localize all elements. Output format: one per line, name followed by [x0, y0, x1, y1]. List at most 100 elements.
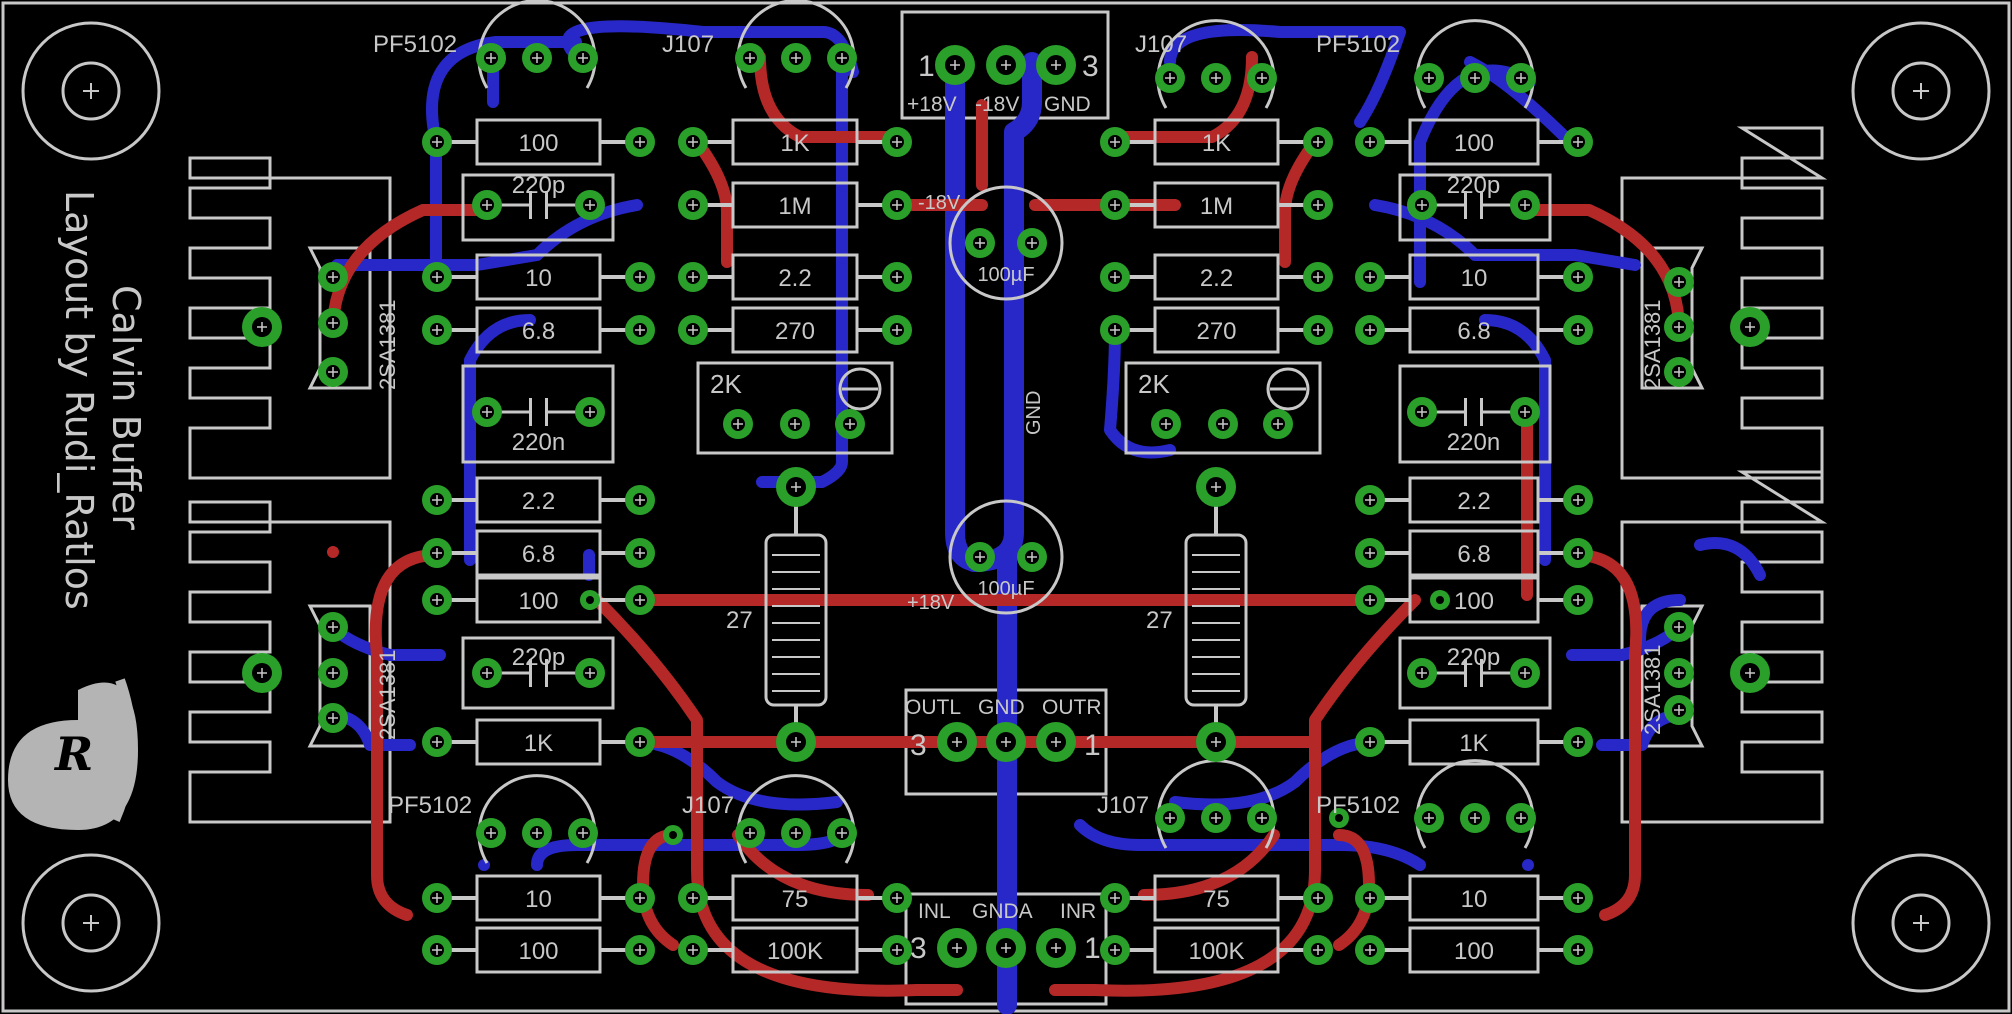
cap-l-220p-b-pad-a-mark [482, 668, 492, 678]
res-l-100-b-pad-b-mark [635, 595, 645, 605]
jfet-j-top-right-pin-2-mark [1211, 73, 1221, 83]
input-pin-2-mark [1001, 943, 1011, 953]
res-l-10-b-pad-b-mark [635, 893, 645, 903]
jfet-pf-top-right-pin-2-mark [1470, 73, 1480, 83]
jfet-j-bottom-left-pin-1-mark [745, 828, 755, 838]
res-r-100-a-pad-a-mark [1365, 137, 1375, 147]
res-l-100-c-pad-a-mark [432, 945, 442, 955]
res-r-100k-value: 100K [1188, 938, 1244, 965]
res-l-1k-a-value: 1K [780, 130, 809, 157]
power-label-gnd: GND [1044, 93, 1091, 116]
cap-electrolytic-top-pin-neg-mark [975, 238, 985, 248]
res-r-100-c-value: 100 [1454, 938, 1494, 965]
heatsink-top-left [188, 156, 392, 480]
res-r-2r2-a-value: 2.2 [1200, 265, 1233, 292]
mounting-hole-top-left [21, 21, 161, 161]
res-l-10-b-value: 10 [525, 886, 552, 913]
jfet-j-top-left-pin-1-mark [745, 53, 755, 63]
via-r-1-drill [1436, 596, 1444, 604]
res-l-1m-pad-b-mark [892, 200, 902, 210]
trimmer-right-wiper [1266, 367, 1310, 411]
res-r-270-pad-b-mark [1313, 325, 1323, 335]
trimmer-left-pin-3-mark [845, 419, 855, 429]
res-l-100-a-pad-b-mark [635, 137, 645, 147]
power-pin-1-mark [950, 60, 960, 70]
power-label-neg: -18V [975, 93, 1019, 116]
power-resistor-left-pad-b-mark [791, 737, 801, 747]
res-l-10-a-pad-a-mark [432, 272, 442, 282]
jfet-j-bottom-left-part: J107 [682, 792, 734, 819]
cap-l-220p-b-body [461, 636, 615, 710]
cap-r-220p-b-body [1398, 636, 1552, 710]
res-r-100-c-pad-a-mark [1365, 945, 1375, 955]
cap-r-220p-a-pad-b-mark [1520, 200, 1530, 210]
trimmer-right-body [1124, 361, 1322, 455]
res-l-6r8-a-value: 6.8 [522, 318, 555, 345]
via-l-2-drill [669, 831, 677, 839]
res-r-1k-a-pad-b-mark [1313, 137, 1323, 147]
heatsink-top-right [1620, 126, 1828, 480]
cap-electrolytic-top-pin-pos-mark [1027, 238, 1037, 248]
cap-r-220p-a-value: 220p [1447, 172, 1500, 199]
res-l-75-pad-a-mark [688, 893, 698, 903]
cap-r-220p-b-value: 220p [1447, 644, 1500, 671]
res-r-10-a-pad-b-mark [1573, 272, 1583, 282]
trimmer-right-pin-3-mark [1273, 419, 1283, 429]
cap-electrolytic-top-value: 100µF [977, 264, 1034, 286]
res-r-6r8-b-value: 6.8 [1457, 541, 1490, 568]
power-label-pos: +18V [907, 93, 957, 116]
res-r-1k-a-pad-a-mark [1110, 137, 1120, 147]
res-r-1m-pad-b-mark [1313, 200, 1323, 210]
res-l-100-c-value: 100 [518, 938, 558, 965]
res-l-1k-a-pad-b-mark [892, 137, 902, 147]
jfet-pf-bottom-left-part: PF5102 [388, 792, 472, 819]
transistor-tl-pin-3-mark [328, 367, 338, 377]
trimmer-left-pin-2-mark [790, 419, 800, 429]
res-r-10-b-value: 10 [1461, 886, 1488, 913]
res-r-1k-b-pad-b-mark [1573, 737, 1583, 747]
res-r-1k-b-value: 1K [1459, 730, 1488, 757]
res-l-6r8-a-pad-b-mark [635, 325, 645, 335]
res-l-270-value: 270 [775, 318, 815, 345]
jfet-pf-bottom-left-pin-3-mark [578, 828, 588, 838]
res-l-2r2-a-value: 2.2 [778, 265, 811, 292]
cap-electrolytic-bottom-pin-neg-mark [975, 552, 985, 562]
res-l-100-b-value: 100 [518, 588, 558, 615]
trimmer-right-pin-1-mark [1161, 419, 1171, 429]
jfet-j-bottom-right-part: J107 [1097, 792, 1149, 819]
cap-l-220n-value: 220n [512, 429, 565, 456]
jfet-j-bottom-right-pin-1-mark [1165, 813, 1175, 823]
heatsink-tl-mount-mark [257, 322, 267, 332]
res-r-100k-pad-a-mark [1110, 945, 1120, 955]
cap-l-220n-symbol [487, 398, 590, 426]
res-r-1m-value: 1M [1200, 193, 1233, 220]
jfet-pf-top-left-part: PF5102 [373, 31, 457, 58]
cap-l-220n-body [461, 364, 615, 464]
jfet-j-bottom-right-pin-2-mark [1211, 813, 1221, 823]
res-l-100-a-pad-a-mark [432, 137, 442, 147]
res-r-10-a-pad-a-mark [1365, 272, 1375, 282]
res-l-270-pad-a-mark [688, 325, 698, 335]
res-l-75-value: 75 [782, 886, 809, 913]
transistor-tr-part: 2SA1381 [1640, 299, 1665, 390]
res-l-6r8-b-value: 6.8 [522, 541, 555, 568]
cap-electrolytic-top-outline [948, 185, 1064, 301]
res-r-100-c-pad-b-mark [1573, 945, 1583, 955]
cap-electrolytic-bottom-pin-pos-mark [1027, 552, 1037, 562]
res-r-6r8-b-pad-b-mark [1573, 548, 1583, 558]
cap-r-220p-b-symbol [1422, 659, 1525, 687]
cap-l-220n-pad-b-mark [585, 407, 595, 417]
net-label-gnd: GND [1023, 391, 1045, 435]
power-pin-3-mark [1051, 60, 1061, 70]
output-pin-1-mark [1051, 737, 1061, 747]
jfet-j-top-right-part: J107 [1135, 31, 1187, 58]
jfet-pf-top-left-pin-1-mark [486, 53, 496, 63]
cap-l-220n-pad-a-mark [482, 407, 492, 417]
res-r-1m-pad-a-mark [1110, 200, 1120, 210]
res-r-100-a-pad-b-mark [1573, 137, 1583, 147]
heatsink-bottom-right [1620, 470, 1828, 824]
res-l-10-a-value: 10 [525, 265, 552, 292]
trace-r-r1 [1523, 204, 1685, 336]
cap-l-220p-a-symbol [487, 191, 590, 219]
